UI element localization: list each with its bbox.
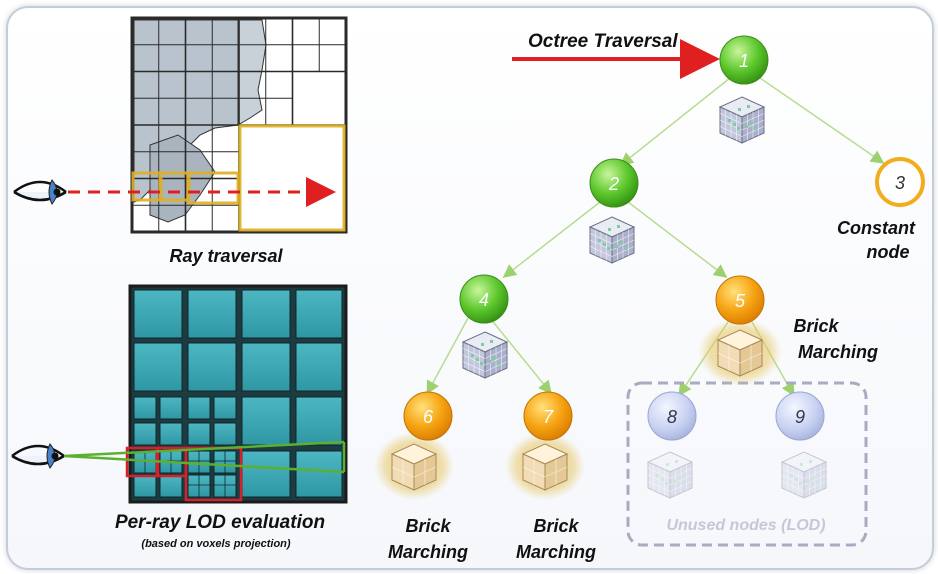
- constant-node-label: node: [867, 242, 910, 262]
- svg-text:2: 2: [608, 174, 619, 194]
- per-ray-lod-label: Per-ray LOD evaluation: [115, 512, 325, 533]
- tree-node-3: 3: [875, 157, 925, 207]
- tree-node-4: 4: [459, 274, 509, 324]
- tree-node-2: 2: [589, 158, 639, 208]
- brick-marching-icon: [505, 432, 585, 500]
- brick-marching-icon: [698, 318, 782, 386]
- brick-marching-label: Brick: [533, 516, 579, 536]
- brick-marching-icon: [374, 432, 454, 500]
- brick-marching-label: Marching: [388, 542, 468, 562]
- unused-nodes-label: Unused nodes (LOD): [666, 517, 825, 534]
- svg-text:4: 4: [479, 290, 489, 310]
- svg-text:7: 7: [543, 407, 554, 427]
- unused-brick-icon: [781, 451, 827, 499]
- eye-icon: [13, 179, 67, 205]
- per-ray-lod-sublabel: (based on voxels projection): [141, 538, 290, 550]
- unused-brick-icon: [647, 451, 693, 499]
- tree-node-1: 1: [719, 35, 769, 85]
- svg-text:8: 8: [667, 407, 677, 427]
- brick-icon: [719, 96, 765, 144]
- svg-text:3: 3: [895, 173, 905, 193]
- tree-node-7: 7: [523, 391, 573, 441]
- constant-node-label: Constant: [837, 218, 916, 238]
- brick-marching-label: Brick: [405, 516, 451, 536]
- tree-node-6: 6: [403, 391, 453, 441]
- svg-text:5: 5: [735, 291, 746, 311]
- ray-traversal-label: Ray traversal: [169, 246, 283, 266]
- svg-text:6: 6: [423, 407, 434, 427]
- brick-marching-label: Brick: [793, 316, 839, 336]
- tree-node-8: 8: [647, 391, 697, 441]
- lod-grid: [125, 284, 348, 504]
- brick-icon: [462, 331, 508, 379]
- ray-traversal-grid: [130, 16, 348, 234]
- tree-node-5: 5: [715, 275, 765, 325]
- svg-text:9: 9: [795, 407, 805, 427]
- tree-edges: [426, 77, 885, 397]
- brick-icon: [589, 216, 635, 264]
- octree-traversal-label: Octree Traversal: [528, 31, 678, 52]
- brick-marching-label: Marching: [516, 542, 596, 562]
- lod-cone: [63, 440, 346, 474]
- svg-text:1: 1: [739, 51, 749, 71]
- tree-node-9: 9: [775, 391, 825, 441]
- eye-icon: [11, 443, 65, 469]
- brick-marching-label: Marching: [798, 342, 878, 362]
